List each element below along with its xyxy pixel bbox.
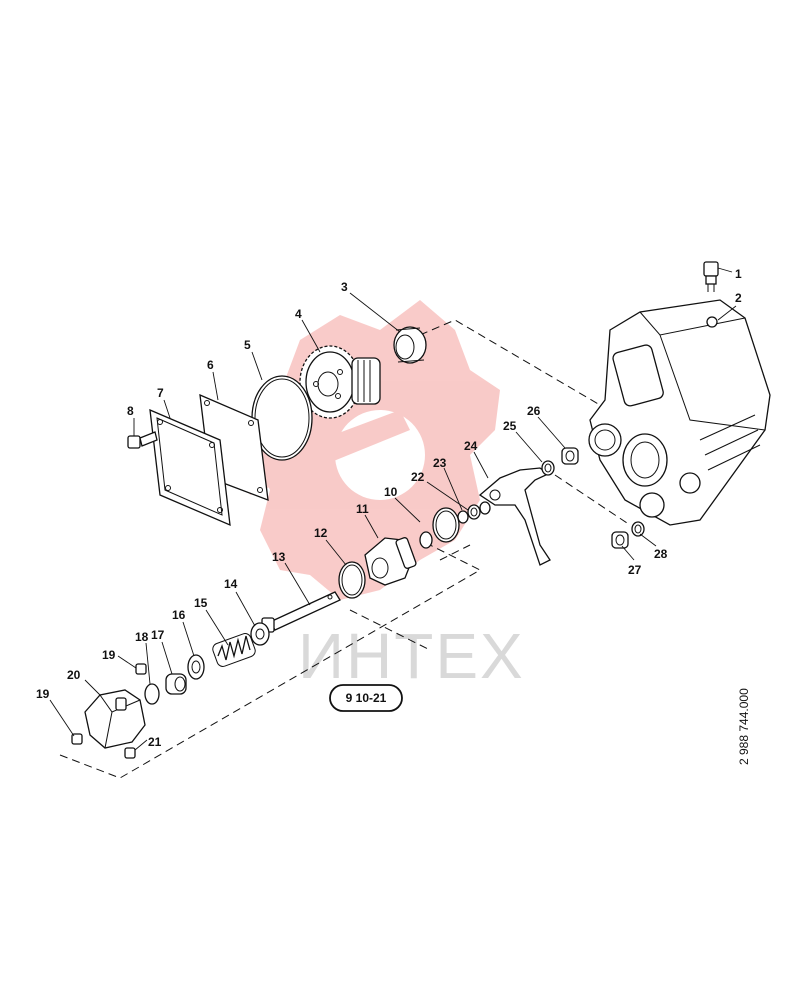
- part-22-ring: [467, 504, 481, 520]
- part-7-cover: [149, 408, 231, 527]
- callout-17: 17: [151, 628, 165, 642]
- part-18-o-ring: [144, 683, 160, 705]
- part-10-o-ring-inner: [435, 510, 457, 540]
- part-20-actuator: [84, 689, 146, 749]
- watermark-wrench: [240, 410, 410, 495]
- part-3-bearing: [393, 326, 427, 364]
- callout-24: 24: [464, 439, 478, 453]
- callout-19-b: 19: [36, 687, 50, 701]
- callout-28: 28: [654, 547, 668, 561]
- callout-25: 25: [503, 419, 517, 433]
- part-25-washer: [541, 460, 555, 476]
- part-19-screw-b: [71, 733, 83, 745]
- part-21-screw: [124, 747, 136, 759]
- callout-15: 15: [194, 596, 208, 610]
- callout-19-a: 19: [102, 648, 116, 662]
- callout-12: 12: [314, 526, 328, 540]
- callout-18: 18: [135, 630, 149, 644]
- part-1-plug: [703, 261, 719, 292]
- part-28-washer: [631, 521, 645, 537]
- callout-6: 6: [207, 358, 214, 372]
- callout-1: 1: [735, 267, 742, 281]
- part-11-sleeve: [364, 531, 433, 586]
- part-27-plug: [611, 531, 629, 549]
- callout-5: 5: [244, 338, 251, 352]
- part-19-screw-a: [135, 663, 147, 675]
- callout-16: 16: [172, 608, 186, 622]
- leader-lines: [49, 267, 737, 751]
- callout-7: 7: [157, 386, 164, 400]
- callout-20: 20: [67, 668, 81, 682]
- drawing-number: 2 988 744.000: [737, 688, 751, 765]
- part-24-shift-fork: [478, 467, 551, 566]
- callout-13: 13: [272, 550, 286, 564]
- callout-labels: 1 2 3 4 5 6 7 8 10 11 12 13 14 15 16 17 …: [36, 267, 742, 749]
- callout-11: 11: [356, 502, 369, 516]
- part-12-o-ring-inner: [341, 564, 363, 596]
- callout-23: 23: [433, 456, 447, 470]
- part-16-washer: [187, 654, 205, 680]
- reference-label: 9 10-21: [346, 691, 387, 705]
- assembly-dashed-lines: [59, 319, 631, 779]
- callout-8: 8: [127, 404, 134, 418]
- callout-22: 22: [411, 470, 425, 484]
- part-26-plug: [561, 447, 579, 465]
- callout-27: 27: [628, 563, 642, 577]
- part-15-spring: [212, 633, 256, 667]
- callout-10: 10: [384, 485, 398, 499]
- reference-box: 9 10-21: [329, 684, 403, 712]
- part-12-o-ring: [338, 561, 366, 599]
- callout-14: 14: [224, 577, 238, 591]
- callout-21: 21: [148, 735, 162, 749]
- part-14-collar: [250, 622, 270, 646]
- callout-4: 4: [295, 307, 302, 321]
- callout-2: 2: [735, 291, 742, 305]
- part-4-gear: [299, 345, 381, 419]
- part-10-o-ring: [432, 507, 460, 543]
- part-17-bushing: [165, 673, 187, 695]
- callout-3: 3: [341, 280, 348, 294]
- callout-26: 26: [527, 404, 541, 418]
- watermark-text: ИНТЕХ: [298, 620, 525, 692]
- watermark-gear-hole: [335, 410, 425, 500]
- part-8-bolt: [127, 431, 158, 449]
- part-2-housing: [588, 299, 771, 526]
